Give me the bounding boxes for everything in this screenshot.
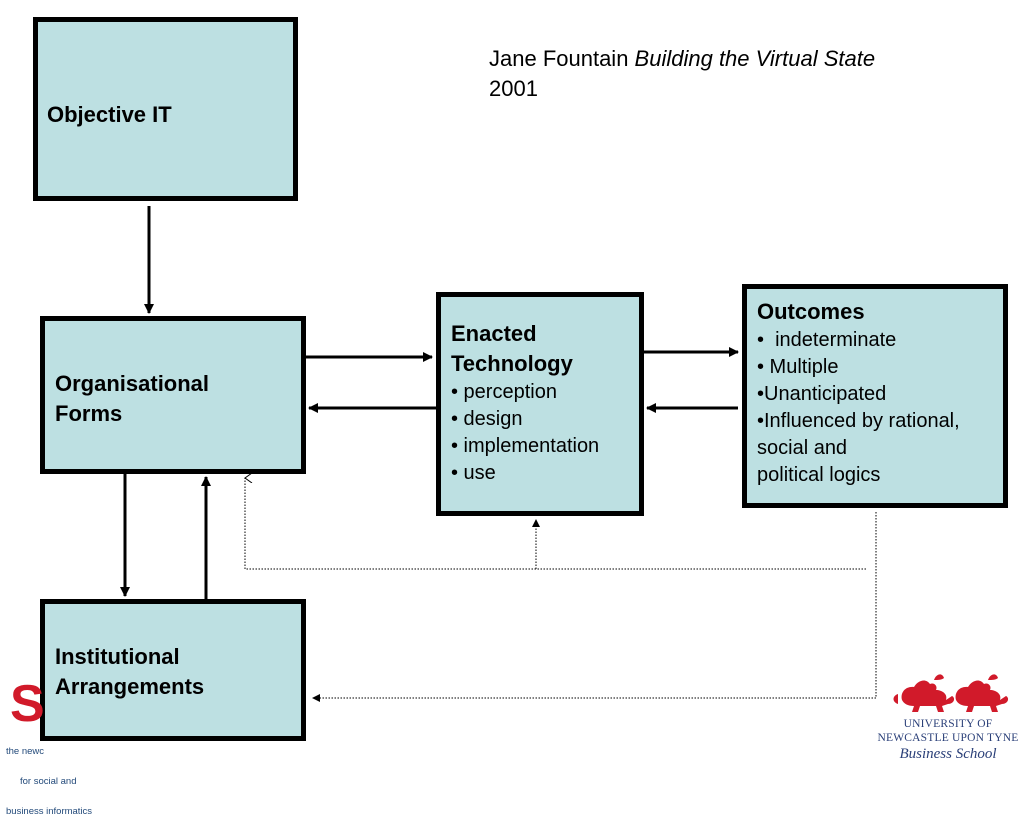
sibi-logo-text: the newc for social and business informa… [6,727,92,837]
logo-newcastle: NEWCASTLE UPON TYNE [877,732,1019,744]
organisational-forms-title-line1: Organisational [55,371,210,396]
outcomes-item: • indeterminate [757,329,897,351]
connector-arrows [120,206,877,702]
outcomes-title: Outcomes [757,299,865,324]
sibi-logo: S the newc for social and business infor… [0,675,120,817]
logo-university-of: UNIVERSITY OF [903,718,993,730]
enacted-technology-title-line1: Enacted [451,321,537,346]
sibi-logo-text-line: the newc [6,746,45,757]
outcomes-item: political logics [757,464,881,486]
logo-business-school: Business School [899,746,997,762]
citation: Jane Fountain Building the Virtual State… [489,44,909,104]
feedback-dotted-to-org [245,478,866,570]
box-outcomes: Outcomes • indeterminate • Multiple •Una… [742,284,1008,508]
citation-year: 2001 [489,76,538,101]
box-objective-it: Objective IT [33,17,298,201]
enacted-technology-title: Enacted Technology [451,319,599,379]
box-organisational-forms: Organisational Forms [40,316,306,474]
enacted-technology-item: • design [451,408,523,430]
feedback-dotted-to-institutional [312,512,877,702]
organisational-forms-title: Organisational Forms [55,369,209,429]
organisational-forms-title-line2: Forms [55,401,123,426]
enacted-technology-item: • use [451,462,496,484]
outcomes-item: •Unanticipated [757,383,887,405]
sibi-logo-letter: S [10,675,45,733]
institutional-arrangements-title: Institutional Arrangements [55,642,204,702]
institutional-arrangements-title-line1: Institutional [55,644,180,669]
objective-it-title: Objective IT [47,102,172,127]
newcastle-business-school-logo: UNIVERSITY OF NEWCASTLE UPON TYNE Busine… [872,666,1024,768]
citation-title: Building the Virtual State [634,46,876,71]
outcomes-item: •Influenced by rational, [757,410,960,432]
sibi-logo-text-line: for social and [20,776,77,787]
enacted-technology-list: • perception • design • implementation •… [451,379,599,487]
outcomes-item: social and [757,437,848,459]
enacted-technology-item: • implementation [451,435,600,457]
box-enacted-technology: Enacted Technology • perception • design… [436,292,644,516]
outcomes-list: • indeterminate • Multiple •Unanticipate… [757,327,960,489]
institutional-arrangements-title-line2: Arrangements [55,674,205,699]
enacted-technology-item: • perception [451,381,557,403]
sibi-logo-text-line: business informatics [6,806,93,817]
lions-crest-icon [893,674,1009,712]
enacted-technology-title-line2: Technology [451,351,573,376]
citation-author: Jane Fountain [489,46,635,71]
box-institutional-arrangements: Institutional Arrangements [40,599,306,741]
outcomes-item: • Multiple [757,356,839,378]
